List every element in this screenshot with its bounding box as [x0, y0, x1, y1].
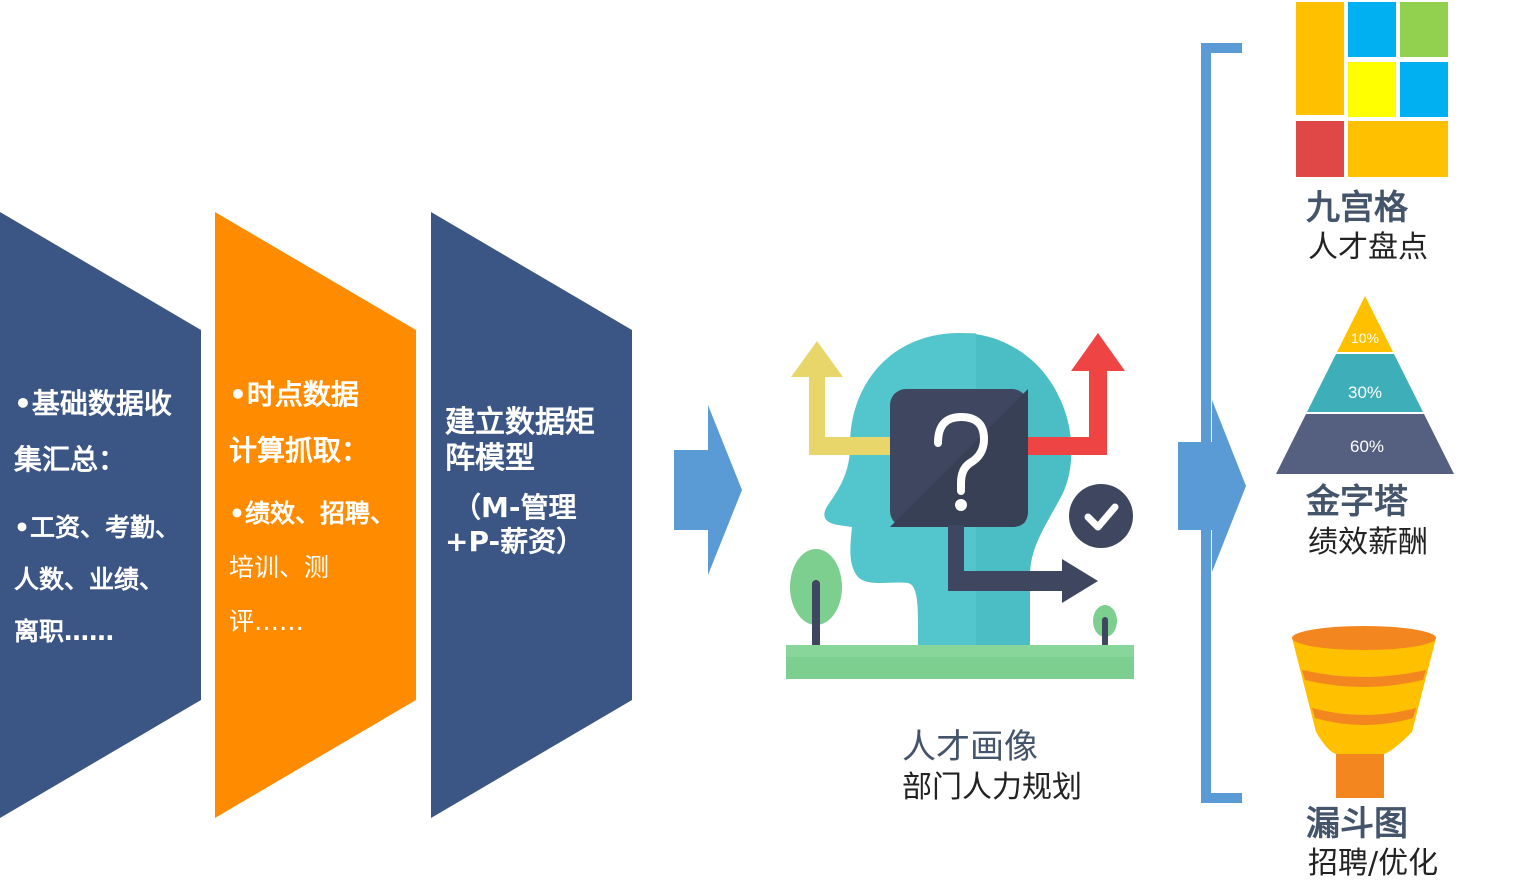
panel-2-detail-line2: 培训、测: [229, 553, 330, 582]
panel-2-detail-line1: •绩效、招聘、: [229, 499, 395, 528]
panel-3-shape: [431, 212, 632, 818]
pyramid-label-bottom: 60%: [1350, 437, 1384, 456]
panel-3-text: 建立数据矩 阵模型 （M-管理 +P-薪资）: [445, 405, 635, 559]
yellow-arrow-icon: [791, 341, 900, 455]
panel-1-title-line1: •基础数据收: [14, 387, 172, 420]
panel-3-title-line1: 建立数据矩: [445, 405, 595, 440]
check-badge-icon: [1069, 484, 1133, 548]
pyramid-level-bottom: [1276, 414, 1454, 474]
panel-2-title-line1: •时点数据: [229, 378, 359, 411]
pyramid-label-top: 10%: [1351, 330, 1379, 346]
center-subcaption: 部门人力规划: [902, 770, 1082, 805]
flow-arrow-2: [1178, 400, 1246, 572]
panel-2-text: •时点数据 计算抓取： •绩效、招聘、 培训、测 评……: [229, 367, 419, 649]
pyramid-level-middle: [1307, 354, 1423, 412]
panel-2-detail-line3: 评……: [229, 607, 305, 636]
question-box-icon: [890, 389, 1028, 527]
talent-portrait-illustration: [786, 333, 1134, 679]
pyramid-label-middle: 30%: [1348, 383, 1382, 402]
flow-arrow-1: [674, 405, 742, 575]
panel-2-title-line2: 计算抓取：: [229, 434, 370, 467]
pyramid-title: 金字塔: [1306, 482, 1408, 522]
panel-1-detail-line2: 人数、业绩、: [14, 565, 165, 594]
pyramid-level-top: [1337, 296, 1393, 352]
grid-title: 九宫格: [1306, 188, 1408, 228]
dark-arrow-icon: [948, 525, 1098, 603]
big-tree-icon: [790, 549, 842, 650]
panel-2-shape: [215, 212, 416, 818]
process-panels: [0, 212, 632, 818]
panel-1-title-line2: 集汇总：: [14, 443, 127, 476]
output-bracket: [1201, 43, 1242, 803]
funnel-title: 漏斗图: [1306, 804, 1408, 844]
panel-1-detail-line3: 离职……: [14, 617, 115, 646]
red-arrow-icon: [1020, 333, 1125, 455]
panel-1-detail-line1: •工资、考勤、: [14, 513, 180, 542]
panel-1-shape: [0, 212, 201, 818]
funnel-subtitle: 招聘/优化: [1308, 846, 1439, 881]
small-tree-icon: [1093, 605, 1117, 647]
pyramid-subtitle: 绩效薪酬: [1308, 525, 1428, 560]
pyramid-icon: 10% 30% 60%: [1276, 296, 1454, 474]
grid-subtitle: 人才盘点: [1308, 230, 1428, 265]
panel-3-title-line2: 阵模型: [445, 441, 535, 476]
center-caption: 人才画像: [902, 727, 1038, 767]
funnel-icon: [1292, 626, 1436, 798]
panel-3-detail-line2: +P-薪资）: [445, 525, 585, 558]
panel-1-text: •基础数据收 集汇总： •工资、考勤、 人数、业绩、 离职……: [14, 376, 204, 658]
nine-box-grid-icon: [1296, 2, 1448, 177]
grass-strip: [786, 645, 1134, 679]
panel-3-detail-line1: （M-管理: [453, 491, 577, 524]
